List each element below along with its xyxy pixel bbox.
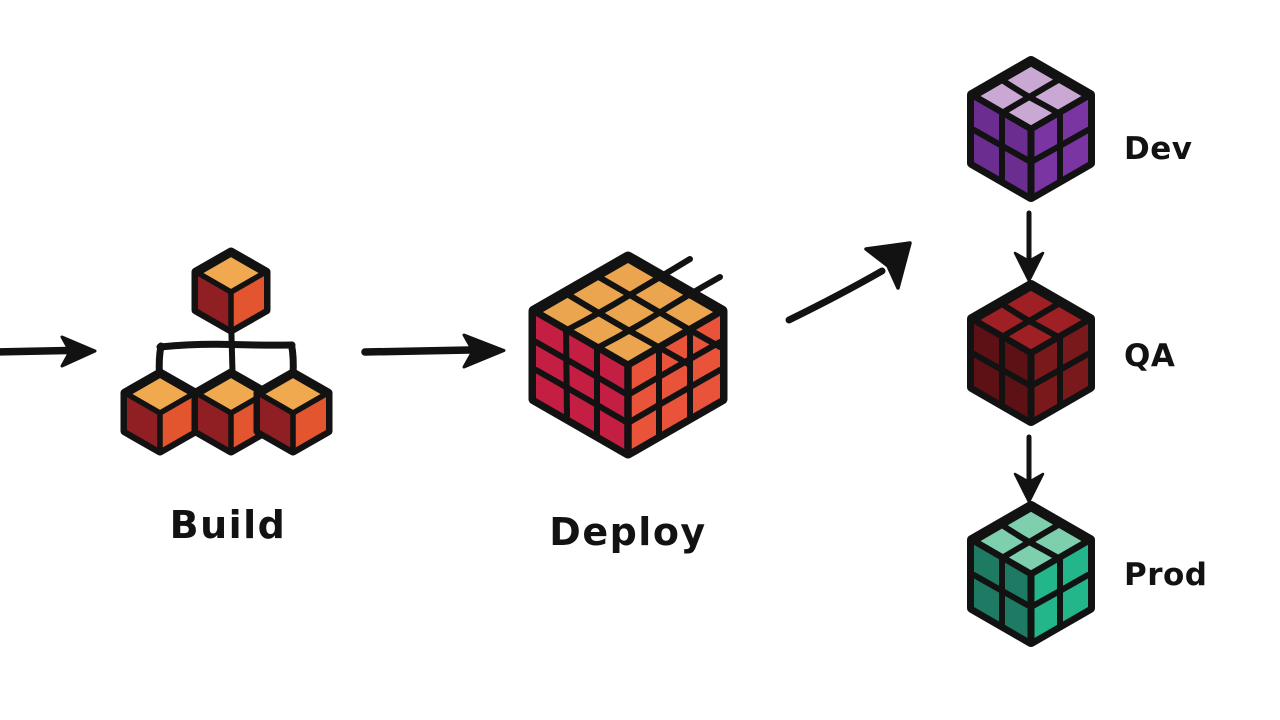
arrow-dev-to-qa [1013, 210, 1045, 283]
env-dev: Dev [967, 56, 1192, 202]
env-qa: QA [967, 280, 1175, 426]
build-label: Build [170, 503, 287, 547]
deploy-stage: Deploy [528, 251, 728, 554]
arrow-deploy-to-environments [785, 241, 912, 324]
dev-label: Dev [1124, 131, 1192, 167]
prod-cube-icon [967, 501, 1095, 647]
deploy-label: Deploy [549, 510, 706, 554]
qa-cube-icon [967, 280, 1095, 426]
arrow-build-to-deploy [361, 333, 506, 369]
prod-label: Prod [1124, 557, 1208, 593]
env-prod: Prod [967, 501, 1208, 647]
build-stage: Build [120, 247, 333, 547]
deploy-rubiks-cube [528, 251, 728, 459]
qa-label: QA [1124, 338, 1175, 374]
build-cube-child-3 [253, 368, 333, 456]
build-cube-child-1 [120, 368, 200, 456]
build-cube-parent [191, 247, 271, 335]
arrow-qa-to-prod [1013, 434, 1045, 504]
dev-cube-icon [967, 56, 1095, 202]
arrow-inbound [0, 335, 97, 368]
